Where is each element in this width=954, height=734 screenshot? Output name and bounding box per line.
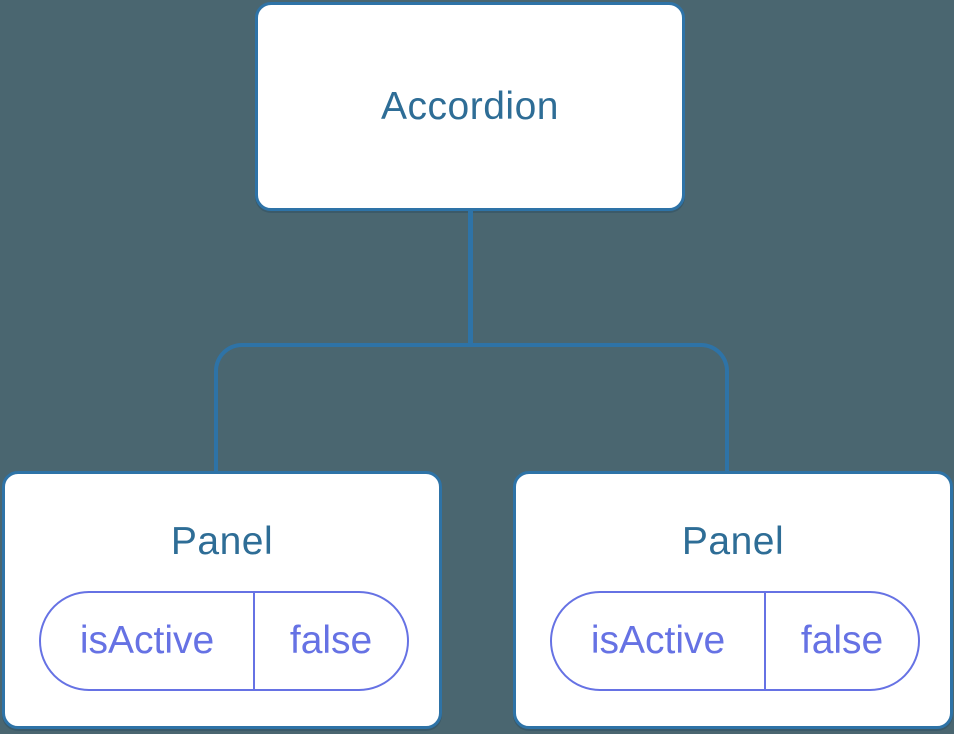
accordion-label: Accordion xyxy=(381,84,559,128)
state-key-label: isActive xyxy=(41,593,256,689)
panel-left-state-pill: isActive false xyxy=(39,591,409,691)
connector-branch xyxy=(214,343,729,473)
panel-node-left: Panel isActive false xyxy=(2,471,442,729)
panel-node-right: Panel isActive false xyxy=(513,471,953,729)
panel-left-label: Panel xyxy=(170,520,274,563)
panel-right-state-pill: isActive false xyxy=(550,591,920,691)
state-value-label: false xyxy=(800,619,884,662)
state-key-label: isActive xyxy=(552,593,767,689)
connector-stem xyxy=(468,210,473,347)
accordion-node: Accordion xyxy=(255,2,685,211)
panel-right-label: Panel xyxy=(681,520,785,563)
state-value-label: false xyxy=(289,619,373,662)
